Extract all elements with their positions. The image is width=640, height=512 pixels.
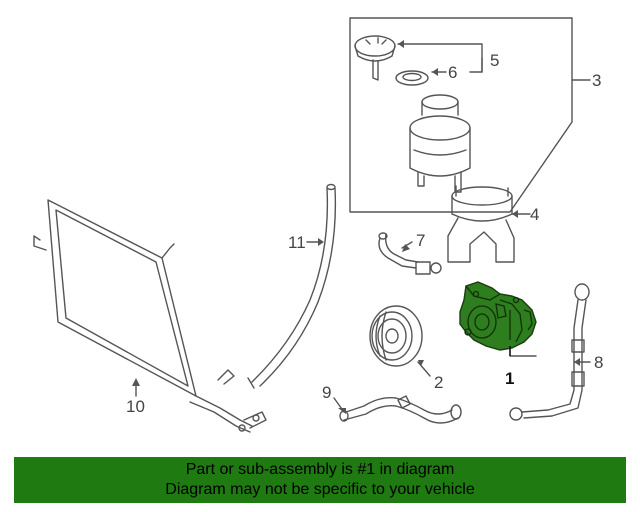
callout-2: 2 [434,373,443,392]
reservoir-cap-part [354,35,396,81]
seal-ring-part [395,70,429,86]
pulley-part [369,305,423,367]
pressure-pipe-part [509,283,590,421]
banner-line-2: Diagram may not be specific to your vehi… [165,481,475,498]
callout-7: 7 [416,231,425,250]
reservoir-group-box [349,17,573,213]
oil-cooler-part [33,199,267,433]
callout-9: 9 [322,383,331,402]
diagram-notice-banner: Part or sub-assembly is #1 in diagram Di… [14,457,626,503]
callout-8: 8 [594,353,603,372]
pressure-hose-part [339,395,462,424]
reservoir-bracket-part [447,185,515,263]
callout-11: 11 [288,233,306,252]
power-steering-pump-part[interactable] [459,281,537,356]
reservoir-body-part [409,94,471,193]
banner-line-1: Part or sub-assembly is #1 in diagram [185,461,455,478]
callout-10: 10 [126,397,145,416]
leader-lines [135,43,591,413]
callout-6: 6 [448,63,457,82]
callout-3: 3 [592,71,601,90]
parts-diagram: 1 2 3 4 5 6 7 8 9 10 11 [33,17,603,433]
long-hose-part [247,183,337,389]
callout-4: 4 [530,205,539,224]
callout-5: 5 [490,51,499,70]
return-hose-part [378,232,442,275]
callout-1: 1 [505,369,514,388]
